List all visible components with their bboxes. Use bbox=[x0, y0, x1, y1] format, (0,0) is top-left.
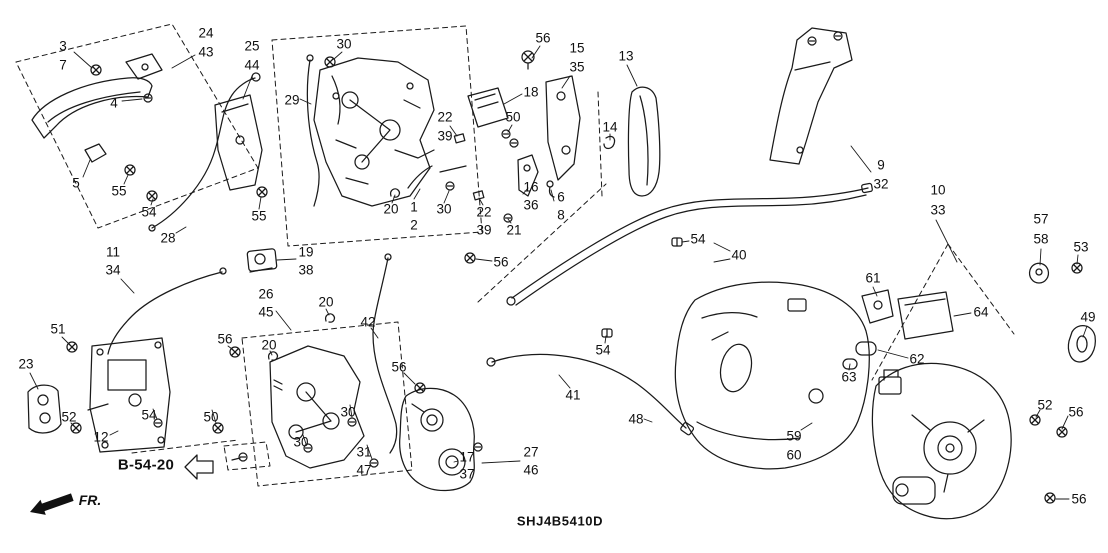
leader-lines bbox=[29, 45, 1088, 500]
fr-direction-label: FR. bbox=[78, 492, 102, 508]
hinge-bracket-assembly bbox=[27, 267, 227, 453]
roller-bracket bbox=[399, 382, 483, 492]
dashed-guides bbox=[15, 23, 1015, 487]
slide-door-panel bbox=[674, 281, 954, 470]
handle-base-and-cable bbox=[146, 72, 268, 232]
release-cables bbox=[464, 182, 873, 436]
rear-lock-actuator bbox=[871, 262, 1096, 520]
door-striker bbox=[246, 248, 278, 273]
fr-direction-arrow bbox=[30, 493, 74, 515]
front-lock-assembly bbox=[306, 54, 555, 223]
reference-label: B-54-20 bbox=[117, 456, 175, 474]
diagram-code: SHJ4B5410D bbox=[516, 513, 604, 529]
outer-handle-assembly bbox=[31, 53, 163, 176]
center-lock-assembly bbox=[229, 253, 398, 469]
reference-arrow bbox=[184, 452, 248, 480]
lock-switch bbox=[467, 87, 519, 148]
upper-rail-bracket bbox=[769, 27, 853, 165]
lock-bracket-and-seal bbox=[521, 50, 661, 197]
